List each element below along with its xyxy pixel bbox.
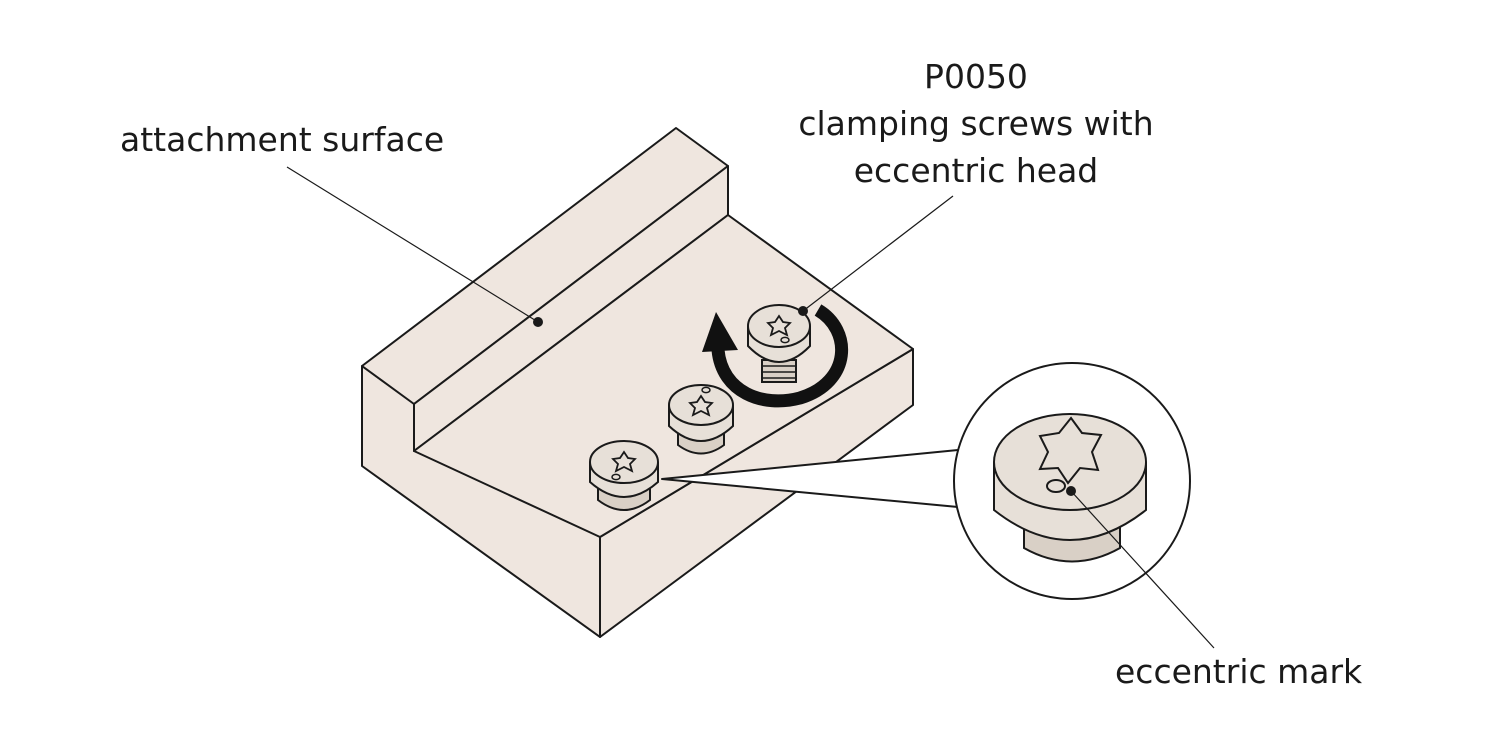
leader-clamping-screws (802, 195, 954, 312)
label-clamping-screws-line2: eccentric head (853, 151, 1099, 190)
leader-attachment-surface (286, 166, 539, 323)
clamping-screw-front (589, 440, 659, 511)
attachment-surface-face (413, 214, 914, 538)
label-attachment-surface: attachment surface (120, 120, 445, 159)
clamping-screw-middle (668, 384, 734, 455)
clockwise-rotation-arrow-icon (702, 304, 849, 408)
clamping-screw-back (747, 304, 811, 383)
zoom-callout (661, 362, 1191, 600)
label-clamping-screws-line1: clamping screws with (798, 104, 1154, 143)
base-block (361, 127, 914, 638)
torx-star-icon (1038, 416, 1103, 485)
leader-lines (286, 166, 1215, 649)
leader-eccentric-mark (1070, 490, 1215, 649)
label-part-number: P0050 (924, 57, 1028, 96)
label-eccentric-mark: eccentric mark (1115, 652, 1363, 691)
